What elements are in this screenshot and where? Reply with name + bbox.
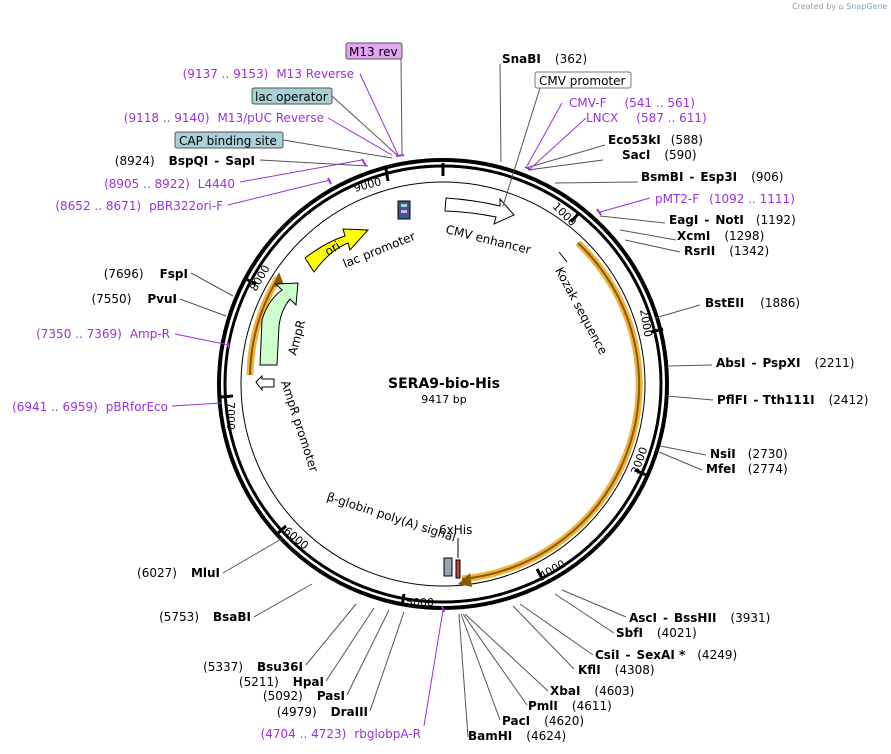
enzyme-snabi: SnaBI(362) xyxy=(502,52,587,66)
feature-ring xyxy=(240,181,646,587)
cmv-enhancer-label: CMV enhancer xyxy=(444,222,532,257)
boxed-feature-lac-operator: lac operator xyxy=(251,87,333,105)
kozak-label: Kozak sequence xyxy=(552,265,610,357)
primer-pbr322ori-f: (8652 .. 8671)pBR322ori-F xyxy=(55,199,223,213)
enzyme-absi: AbsI-PspXI(2211) xyxy=(716,356,854,370)
enzyme-kfli: KflI(4308) xyxy=(578,663,655,677)
enzyme-nsii: NsiI(2730) xyxy=(710,447,788,461)
plasmid-length: 9417 bp xyxy=(421,393,466,406)
his-tag-block xyxy=(455,559,461,579)
enzyme-eco53ki: Eco53kI(588) xyxy=(608,133,703,147)
primer-leader-lines xyxy=(171,73,651,727)
cap-label: CAP binding site xyxy=(179,134,277,148)
plasmid-name: SERA9-bio-His xyxy=(388,376,500,392)
orf-arc-line xyxy=(461,242,641,580)
enzyme-mfei: MfeI(2774) xyxy=(706,462,788,476)
enzyme-csii: CsiI-SexAI *(4249) xyxy=(595,648,737,662)
primer-pmt2-f: pMT2-F(1092 .. 1111) xyxy=(655,192,795,206)
credit-brand: SnapGene xyxy=(846,2,888,11)
tick-label-5000: 5000 xyxy=(406,596,434,609)
enzyme-labels: SnaBI(362) Eco53kI(588) SacI(590) BsmBI-… xyxy=(91,52,868,743)
lac-operator-label: lac operator xyxy=(255,90,328,104)
tick-7000 xyxy=(220,394,234,399)
primer-rbglobpa-r: (4704 .. 4723)rbglobpA-R xyxy=(261,727,421,741)
enzyme-fspi: (7696)FspI xyxy=(104,267,188,281)
polya-block xyxy=(443,557,453,577)
lac-operator-mark xyxy=(401,204,407,207)
enzyme-pflfi: PflFI-Tth111I(2412) xyxy=(717,393,868,407)
enzyme-eagi: EagI-NotI(1192) xyxy=(669,213,796,227)
enzyme-bamhi: BamHI(4624) xyxy=(468,729,566,743)
snapgene-logo-icon: ⌂ xyxy=(838,2,844,11)
tick-8000 xyxy=(245,277,257,286)
ori-arrow xyxy=(304,228,370,273)
kozak-mark xyxy=(558,251,568,263)
enzyme-rsrii: RsrII(1342) xyxy=(684,244,769,258)
primer-marks xyxy=(227,154,602,613)
enzyme-hpai: (5211)HpaI xyxy=(239,675,324,689)
ampr-arrow xyxy=(259,282,299,366)
boxed-leader-lines xyxy=(282,57,541,207)
enzyme-bsmbi: BsmBI-Esp3I(906) xyxy=(641,170,783,184)
tick-marks xyxy=(220,168,664,607)
enzyme-pasi: (5092)PasI xyxy=(263,689,345,703)
tick-1000 xyxy=(569,212,581,223)
enzyme-xbai: XbaI(4603) xyxy=(550,684,634,698)
primer-amp-r: (7350 .. 7369)Amp-R xyxy=(36,327,170,341)
credit-prefix: Created by xyxy=(792,2,837,11)
enzyme-bsabi: (5753)BsaBI xyxy=(159,610,251,624)
tick-4000 xyxy=(535,568,545,581)
tick-5000 xyxy=(400,593,406,607)
enzyme-pmli: PmlI(4611) xyxy=(528,699,612,713)
m13rev-label: M13 rev xyxy=(349,45,398,59)
primer-cmv-f: CMV-F(541 .. 561) xyxy=(569,96,695,110)
enzyme-asci: AscI-BssHII(3931) xyxy=(629,611,770,625)
enzyme-xcmi: XcmI(1298) xyxy=(677,229,764,243)
ampr-promoter-arrow xyxy=(255,374,275,392)
primer-lncx: LNCX(587 .. 611) xyxy=(586,111,707,125)
tick-labels: 1000 2000 3000 4000 5000 6000 7000 8000 … xyxy=(224,175,655,609)
tick-2000 xyxy=(650,327,664,334)
cmv-enhancer-arrow xyxy=(444,197,515,225)
primer-m13-puc-reverse: (9118 .. 9140)M13/pUC Reverse xyxy=(124,111,324,125)
orf-arrowhead xyxy=(458,573,472,587)
primer-m13-reverse: (9137 .. 9153)M13 Reverse xyxy=(183,67,354,81)
bla-arrowhead xyxy=(272,272,284,287)
enzyme-leader-lines xyxy=(179,63,714,738)
primer-labels: (9137 .. 9153)M13 Reverse (9118 .. 9140)… xyxy=(12,67,795,741)
enzyme-sbfi: SbfI(4021) xyxy=(616,626,697,640)
tick-9000 xyxy=(384,168,390,182)
tick-label-7000: 7000 xyxy=(224,402,237,430)
tick-label-6000: 6000 xyxy=(281,524,311,552)
enzyme-draiii: (4979)DraIII xyxy=(277,705,368,719)
ampr-promoter-label: AmpR promoter xyxy=(278,379,321,474)
lac-operator-box xyxy=(251,87,333,105)
tick-3000 xyxy=(634,468,647,477)
enzyme-bsu36i: (5337)Bsu36I xyxy=(203,660,303,674)
cap-site-mark xyxy=(401,210,407,213)
enzyme-bsteii: BstEII(1886) xyxy=(705,296,800,310)
cmv-promoter-box xyxy=(534,71,632,89)
cap-box xyxy=(174,131,284,149)
snapgene-credit: Created by ⌂ SnapGene xyxy=(792,2,887,11)
enzyme-paci: PacI(4620) xyxy=(502,714,584,728)
his-tag-label: 6xHis xyxy=(439,523,472,537)
enzyme-mlui: (6027)MluI xyxy=(137,566,220,580)
enzyme-bspqi: (8924)BspQI-SapI xyxy=(115,154,255,168)
polya-label: β-globin poly(A) signal xyxy=(325,490,458,545)
cmv-promoter-label: CMV promoter xyxy=(539,74,626,88)
boxed-feature-cmv-promoter: CMV promoter xyxy=(534,71,632,89)
primer-pbrforeco: (6941 .. 6959)pBRforEco xyxy=(12,400,168,414)
primer-l4440: (8905 .. 8922)L4440 xyxy=(104,177,235,191)
m13rev-box xyxy=(345,42,403,60)
enzyme-pvui: (7550)PvuI xyxy=(91,292,177,306)
tick-label-2000: 2000 xyxy=(637,308,655,338)
tick-6000 xyxy=(276,524,287,536)
boxed-feature-m13rev: M13 rev xyxy=(345,42,403,60)
boxed-feature-cap: CAP binding site xyxy=(174,131,284,149)
enzyme-saci: SacI(590) xyxy=(622,148,697,162)
ampr-label: AmpR xyxy=(285,319,308,357)
